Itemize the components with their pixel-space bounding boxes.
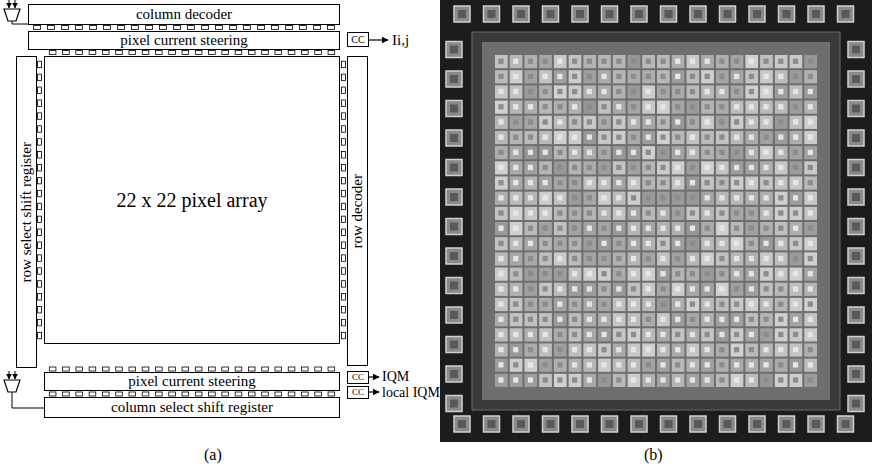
block-label: 22 x 22 pixel array [116,189,267,211]
circuit-block: CC [347,371,369,384]
block-label: column select shift register [111,399,273,416]
block-label: CC [352,388,364,398]
pixel-array: 22 x 22 pixel array [44,56,340,344]
signal-name: Ii,j [392,32,409,49]
vertical-block: row select shift register [16,56,37,368]
block-label: row select shift register [18,142,35,282]
signal-name: IQM [382,369,409,384]
circuit-block: CC [347,32,369,47]
block-label: row decoder [349,174,366,249]
circuit-block: column select shift register [44,397,340,418]
circuit-block: pixel current steering [44,372,340,391]
block-label: CC [351,34,364,45]
circuit-block: column decoder [28,4,340,25]
multiplexer-symbol [4,0,28,24]
chip-photo [440,0,872,442]
panel-label: (b) [644,446,663,464]
vertical-block: row decoder [347,56,368,366]
block-label: pixel current steering [128,373,255,390]
circuit-block: CC [347,386,369,399]
circuit-block: pixel current steering [28,31,340,50]
signal-name: local IQM [382,385,440,400]
multiplexer-symbol [4,371,44,408]
block-label: CC [352,373,364,383]
panel-label: (a) [204,446,222,464]
connection-ticks [34,26,346,397]
block-label: pixel current steering [120,32,247,49]
block-label: column decoder [136,6,232,23]
output-arrow [369,40,388,392]
